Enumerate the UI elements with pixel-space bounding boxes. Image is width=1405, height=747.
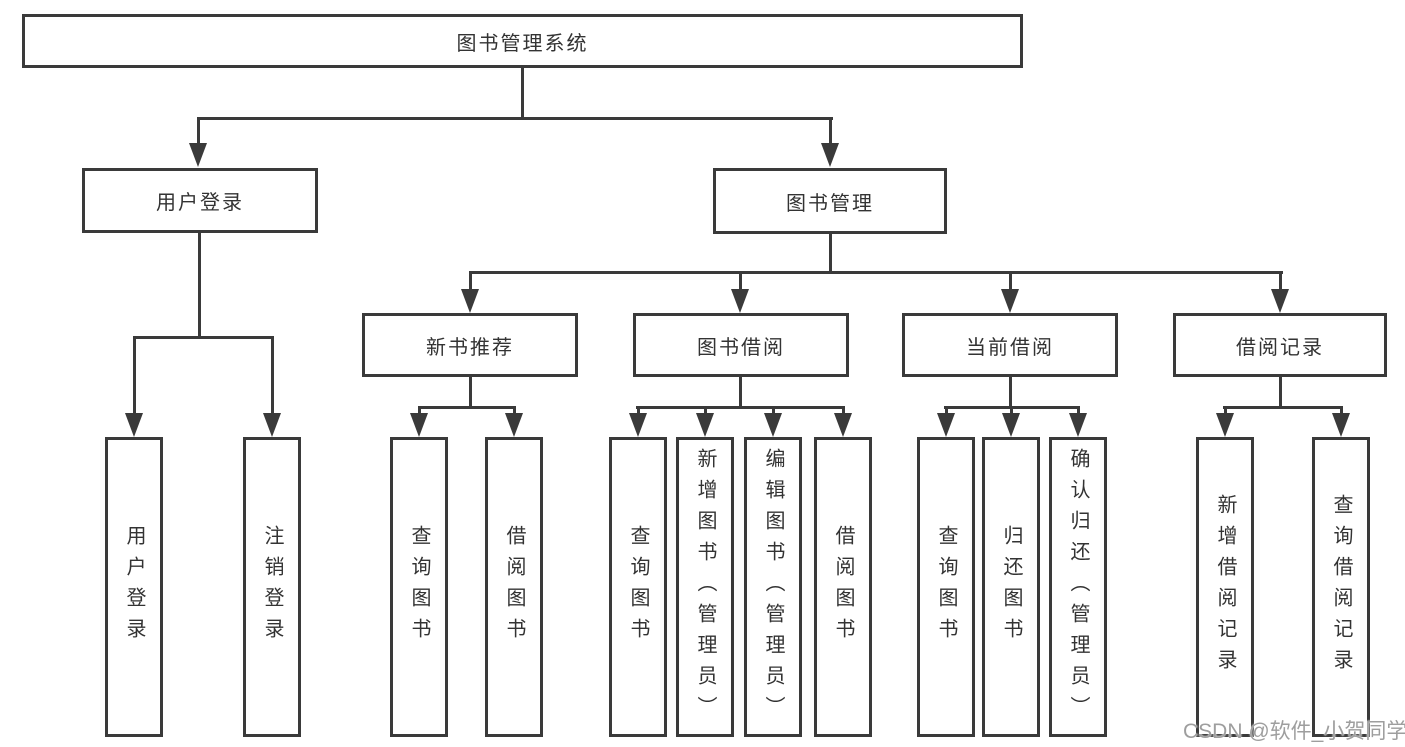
- leaf-borrow-borrow: 借阅图书: [814, 437, 872, 737]
- arrowhead-icon: [696, 413, 714, 437]
- node-book-management-label: 图书管理: [786, 192, 874, 215]
- leaf-borrow-query: 查询图书: [609, 437, 667, 737]
- arrowhead-icon: [461, 289, 479, 313]
- arrowhead-icon: [505, 413, 523, 437]
- arrowhead-icon: [1216, 413, 1234, 437]
- arrowhead-icon: [629, 413, 647, 437]
- connector-vline: [1076, 406, 1080, 416]
- node-borrow-records: 借阅记录: [1173, 313, 1387, 377]
- arrowhead-icon: [1069, 413, 1087, 437]
- arrowhead-icon: [821, 143, 839, 167]
- connector-vline: [738, 271, 742, 291]
- connector-vline: [738, 377, 742, 408]
- connector-vline: [1008, 377, 1012, 408]
- leaf-logout-label: 注销登录: [261, 525, 283, 649]
- arrowhead-icon: [1001, 289, 1019, 313]
- leaf-newbook-query-label: 查询图书: [408, 525, 430, 649]
- connector-hline: [469, 271, 1283, 274]
- arrowhead-icon: [1002, 413, 1020, 437]
- node-book-borrow: 图书借阅: [633, 313, 849, 377]
- leaf-records-query-label: 查询借阅记录: [1330, 494, 1352, 680]
- connector-vline: [1008, 271, 1012, 291]
- arrowhead-icon: [263, 413, 281, 437]
- leaf-current-confirm-label: 确认归还（管理员）: [1067, 447, 1089, 727]
- connector-vline: [636, 406, 640, 416]
- leaf-current-return: 归还图书: [982, 437, 1040, 737]
- node-user-login: 用户登录: [82, 168, 318, 233]
- node-borrow-records-label: 借阅记录: [1236, 336, 1324, 359]
- arrowhead-icon: [731, 289, 749, 313]
- connector-vline: [520, 68, 524, 120]
- arrowhead-icon: [1332, 413, 1350, 437]
- leaf-records-add-label: 新增借阅记录: [1214, 494, 1236, 680]
- leaf-current-query: 查询图书: [917, 437, 975, 737]
- leaf-records-add: 新增借阅记录: [1196, 437, 1254, 737]
- arrowhead-icon: [125, 413, 143, 437]
- leaf-borrow-query-label: 查询图书: [627, 525, 649, 649]
- arrowhead-icon: [764, 413, 782, 437]
- connector-vline: [828, 117, 832, 147]
- watermark: CSDN @软件_小贺同学: [1183, 720, 1405, 743]
- node-root: 图书管理系统: [22, 14, 1023, 68]
- leaf-borrow-add: 新增图书（管理员）: [676, 437, 734, 737]
- connector-vline: [703, 406, 707, 416]
- leaf-borrow-edit-label: 编辑图书（管理员）: [762, 447, 784, 727]
- connector-hline: [197, 117, 833, 120]
- arrowhead-icon: [937, 413, 955, 437]
- leaf-current-return-label: 归还图书: [1000, 525, 1022, 649]
- leaf-logout: 注销登录: [243, 437, 301, 737]
- leaf-borrow-borrow-label: 借阅图书: [832, 525, 854, 649]
- connector-vline: [468, 271, 472, 291]
- connector-vline: [841, 406, 845, 416]
- connector-vline: [771, 406, 775, 416]
- arrowhead-icon: [189, 143, 207, 167]
- arrowhead-icon: [1271, 289, 1289, 313]
- leaf-borrow-add-label: 新增图书（管理员）: [694, 447, 716, 727]
- connector-vline: [828, 234, 832, 274]
- leaf-newbook-borrow-label: 借阅图书: [503, 525, 525, 649]
- connector-vline: [1223, 406, 1227, 416]
- leaf-borrow-edit: 编辑图书（管理员）: [744, 437, 802, 737]
- connector-vline: [1339, 406, 1343, 416]
- arrowhead-icon: [410, 413, 428, 437]
- node-user-login-label: 用户登录: [156, 192, 244, 214]
- leaf-current-query-label: 查询图书: [935, 525, 957, 649]
- connector-vline: [468, 377, 472, 408]
- connector-hline: [418, 406, 516, 409]
- connector-hline: [133, 336, 274, 339]
- connector-vline: [1278, 377, 1282, 408]
- connector-vline: [1009, 406, 1013, 416]
- node-current-borrow-label: 当前借阅: [966, 336, 1054, 359]
- node-new-book-recommend: 新书推荐: [362, 313, 578, 377]
- arrowhead-icon: [834, 413, 852, 437]
- connector-vline: [944, 406, 948, 416]
- connector-hline: [1223, 406, 1343, 409]
- node-book-borrow-label: 图书借阅: [697, 336, 785, 359]
- leaf-newbook-query: 查询图书: [390, 437, 448, 737]
- connector-vline: [1278, 271, 1282, 291]
- connector-vline: [512, 406, 516, 416]
- leaf-user-login: 用户登录: [105, 437, 163, 737]
- leaf-newbook-borrow: 借阅图书: [485, 437, 543, 737]
- connector-vline: [417, 406, 421, 416]
- connector-vline: [197, 233, 201, 339]
- connector-vline: [270, 336, 274, 416]
- node-book-management: 图书管理: [713, 168, 947, 234]
- connector-vline: [196, 117, 200, 147]
- node-current-borrow: 当前借阅: [902, 313, 1118, 377]
- node-new-book-recommend-label: 新书推荐: [426, 336, 514, 359]
- leaf-records-query: 查询借阅记录: [1312, 437, 1370, 737]
- leaf-current-confirm: 确认归还（管理员）: [1049, 437, 1107, 737]
- node-root-label: 图书管理系统: [456, 32, 589, 55]
- leaf-user-login-label: 用户登录: [123, 525, 145, 649]
- connector-vline: [132, 336, 136, 416]
